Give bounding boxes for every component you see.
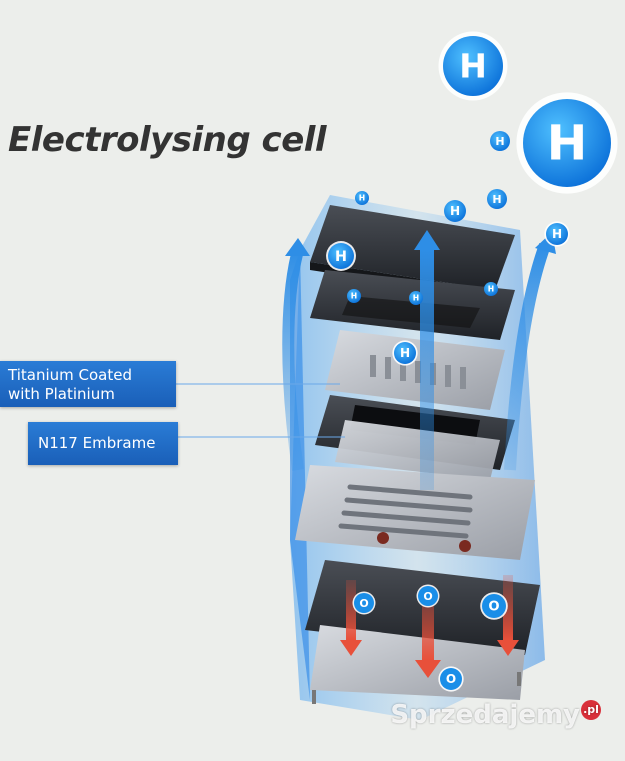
svg-text:H: H xyxy=(335,249,347,265)
svg-text:H: H xyxy=(351,292,357,301)
svg-text:H: H xyxy=(552,227,562,241)
svg-text:H: H xyxy=(547,116,588,172)
watermark-suffix: .pl xyxy=(581,700,601,720)
watermark-logo: Sprzedajemy.pl xyxy=(390,700,601,730)
membrane-label: N117 Embrame xyxy=(28,422,178,465)
hydrogen-atom-icon: H xyxy=(487,189,507,209)
oxygen-atom-icon: O xyxy=(352,591,376,615)
svg-text:H: H xyxy=(495,135,504,148)
gasket-plate-1 xyxy=(310,270,515,340)
svg-text:O: O xyxy=(446,672,456,686)
svg-text:H: H xyxy=(400,346,410,360)
hydrogen-atom-icon: H xyxy=(484,282,498,296)
svg-text:O: O xyxy=(423,590,432,603)
svg-text:H: H xyxy=(488,285,494,294)
hydrogen-flow-arrows xyxy=(282,230,556,490)
oxygen-atom-icon: O xyxy=(480,592,508,620)
svg-text:H: H xyxy=(413,294,419,303)
svg-text:O: O xyxy=(359,597,368,610)
oxygen-atom-icon: O xyxy=(438,666,464,692)
page-title: Electrolysing cell xyxy=(8,120,327,160)
svg-text:H: H xyxy=(492,193,501,206)
svg-text:H: H xyxy=(359,194,365,203)
hydrogen-atom-icon: H xyxy=(347,289,361,303)
hydrogen-atom-icon: H xyxy=(544,221,570,247)
hydrogen-atom-icon: H xyxy=(438,31,508,101)
titanium-label: Titanium Coated with Platinium xyxy=(0,361,176,407)
hydrogen-atoms: H H H H H H H H H H H H xyxy=(326,31,618,366)
lower-titanium-plate xyxy=(335,420,500,480)
hydrogen-atom-icon: H xyxy=(444,200,466,222)
hydrogen-atom-icon: H xyxy=(516,92,618,194)
svg-text:H: H xyxy=(459,46,487,85)
hydrogen-atom-icon: H xyxy=(409,291,423,305)
hydrogen-atom-icon: H xyxy=(490,131,510,151)
svg-text:O: O xyxy=(488,600,499,615)
hydrogen-atom-icon: H xyxy=(355,191,369,205)
hydrogen-atom-icon: H xyxy=(392,340,418,366)
svg-text:H: H xyxy=(450,204,460,218)
hydrogen-atom-icon: H xyxy=(326,241,356,271)
flow-field-plate xyxy=(295,465,535,560)
oxygen-atoms: O O O O xyxy=(352,584,508,692)
watermark-text: Sprzedajemy xyxy=(390,700,580,730)
cell-housing-edge xyxy=(290,250,310,700)
titanium-plate xyxy=(325,330,505,410)
oxygen-atom-icon: O xyxy=(416,584,440,608)
